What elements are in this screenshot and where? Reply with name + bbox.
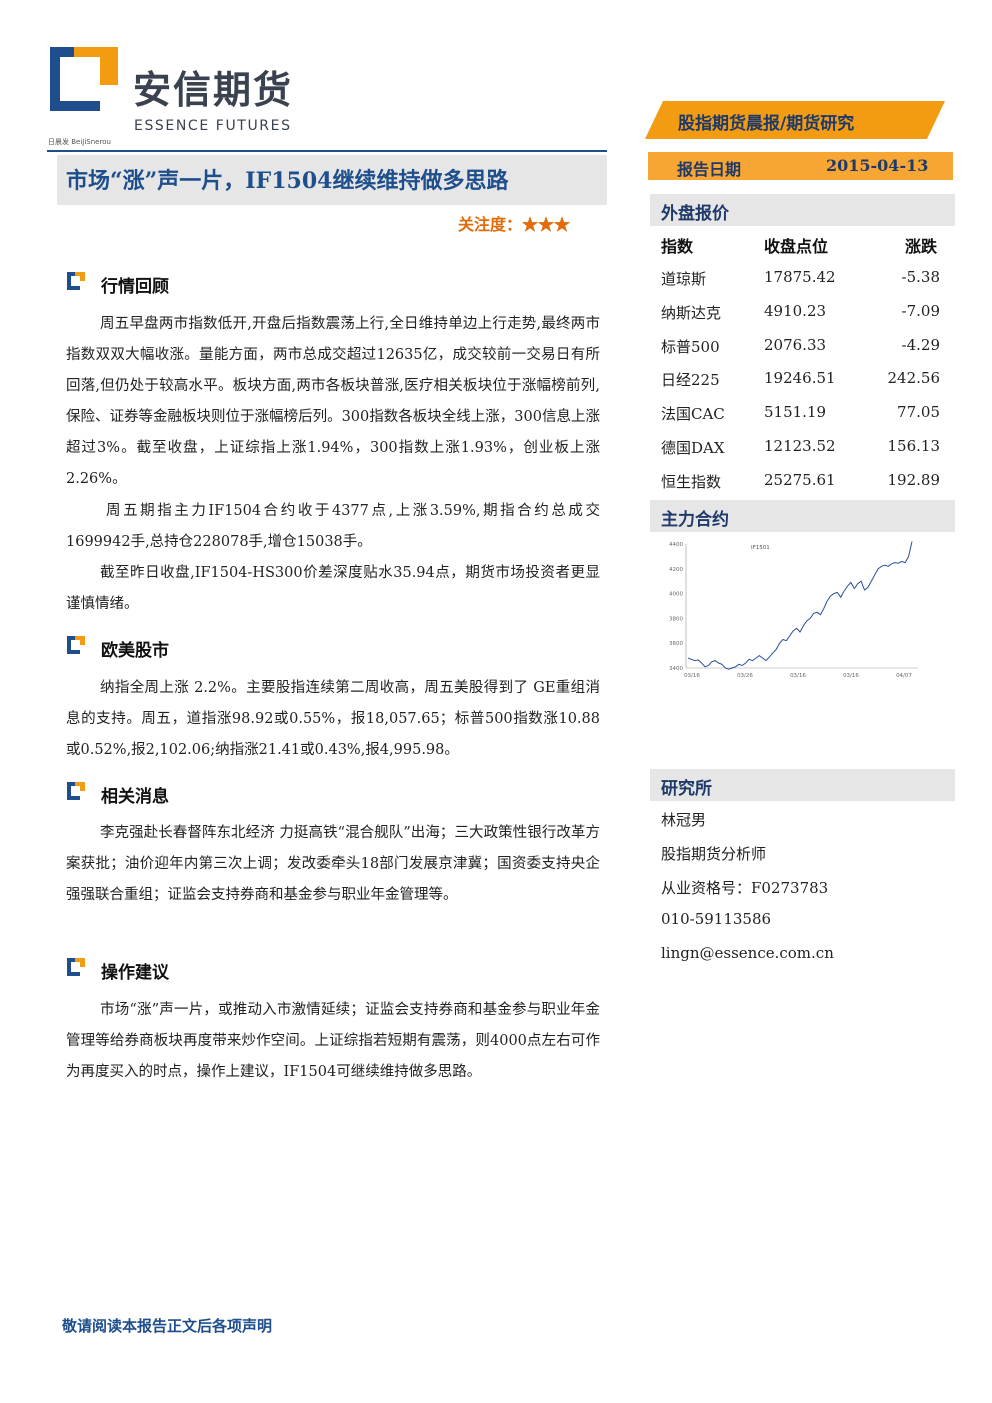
quote-close: 2076.33 — [764, 335, 827, 354]
chart-y-tick-label: 4000 — [669, 592, 683, 598]
chart-y-tick-label: 3800 — [669, 616, 683, 622]
paragraph: 周五期指主力IF1504合约收于4377点,上涨3.59%,期指合约总成交169… — [66, 503, 600, 550]
quote-change: -5.38 — [901, 268, 940, 286]
quote-close: 17875.42 — [764, 268, 836, 286]
disclaimer-note: 敬请阅读本报告正文后各项声明 — [62, 1317, 273, 1335]
paragraph: 纳指全周上涨 2.2%。主要股指连续第二周收高，周五美股得到了 GE重组消息的支… — [66, 680, 600, 758]
paragraph: 截至昨日收盘,IF1504-HS300价差深度贴水35.94点，期货市场投资者更… — [66, 565, 600, 612]
quote-close: 5151.19 — [764, 403, 827, 422]
chart-x-tick-label: 03/16 — [790, 673, 806, 679]
quote-close: 25275.61 — [764, 470, 836, 489]
date-bar — [648, 152, 953, 180]
section-bullet-icon — [67, 636, 85, 654]
quote-change: -4.29 — [901, 335, 940, 354]
paragraph: 市场“涨”声一片，或推动入市激情延续；证监会支持券商和基金参与职业年金管理等给券… — [66, 1002, 600, 1080]
research-title: 研究所 — [661, 779, 712, 799]
brand-name-cn: 安信期货 — [133, 68, 294, 112]
quote-change: 156.13 — [887, 437, 941, 455]
analyst-phone: 010-59113586 — [661, 910, 772, 928]
quote-close: 19246.51 — [764, 369, 836, 388]
chart-x-tick-label: 03/26 — [737, 673, 753, 679]
report-title: 市场“涨”声一片，IF1504继续维持做多思路 — [66, 168, 509, 194]
analyst-role: 股指期货分析师 — [661, 845, 767, 863]
quote-index-name: 法国CAC — [661, 405, 725, 424]
col-header-index: 指数 — [661, 237, 694, 256]
chart-legend-label: IF1501 — [751, 545, 770, 551]
quote-change: -7.09 — [901, 301, 940, 320]
quote-close: 12123.52 — [764, 437, 836, 455]
chart-y-tick-label: 4400 — [669, 542, 683, 548]
company-logo — [50, 47, 118, 111]
analyst-email[interactable]: lingn@essence.com.cn — [661, 944, 834, 962]
paragraph: 李克强赴长春督阵东北经济 力挺高铁“混合舰队”出海；三大政策性银行改革方案获批；… — [66, 825, 600, 903]
chart-y-tick-label: 4200 — [669, 567, 683, 573]
col-header-close: 收盘点位 — [764, 237, 829, 256]
quotes-title: 外盘报价 — [661, 204, 729, 224]
quote-change: 192.89 — [887, 470, 941, 489]
quotes-header: 外盘报价 — [650, 194, 955, 226]
date-value: 2015-04-13 — [826, 156, 929, 175]
chart-series-line — [687, 541, 913, 670]
section-bullet-icon — [67, 958, 85, 976]
chart-x-tick-label: 03/16 — [684, 673, 700, 679]
research-header: 研究所 — [650, 769, 955, 801]
section-title-trading-advice: 操作建议 — [101, 963, 169, 983]
quote-index-name: 纳斯达克 — [661, 303, 722, 322]
title-band — [57, 155, 607, 205]
quote-index-name: 日经225 — [661, 371, 720, 390]
paragraph: 周五早盘两市指数低开,开盘后指数震荡上行,全日维持单边上行走势,最终两市指数双双… — [66, 316, 600, 487]
quote-index-name: 道琼斯 — [661, 270, 707, 288]
section-bullet-icon — [67, 782, 85, 800]
report-category: 股指期货晨报/期货研究 — [678, 114, 855, 134]
title-rule — [47, 150, 607, 152]
analyst-license: 从业资格号：F0273783 — [661, 879, 829, 897]
contract-header: 主力合约 — [650, 500, 955, 532]
quote-change: 242.56 — [887, 369, 941, 388]
chart-x-tick-label: 04/07 — [896, 673, 912, 679]
section-bullet-icon — [67, 272, 85, 290]
quote-index-name: 恒生指数 — [661, 472, 722, 491]
chart-y-tick-label: 3600 — [669, 641, 683, 647]
col-header-change: 涨跌 — [905, 237, 938, 256]
section-title-market-review: 行情回顾 — [101, 277, 169, 297]
tiny-note: 日晨发 BeiJiSnerou — [48, 138, 111, 146]
contract-price-chart: 3400 3600 3800 4000 4200 4400 03/16 03/26 03/16 0… — [669, 541, 918, 679]
brand-name-en: ESSENCE FUTURES — [134, 118, 292, 134]
report-category-banner — [645, 101, 945, 139]
section-title-us-eu-stocks: 欧美股市 — [101, 641, 169, 661]
analyst-name: 林冠男 — [661, 811, 707, 829]
contract-title: 主力合约 — [661, 510, 729, 530]
quote-index-name: 德国DAX — [661, 439, 725, 457]
quote-index-name: 标普500 — [661, 337, 720, 356]
attention-rating: 关注度：★★★ — [458, 215, 571, 234]
chart-y-tick-label: 3400 — [669, 666, 683, 672]
date-label: 报告日期 — [677, 160, 742, 179]
quote-close: 4910.23 — [764, 301, 827, 320]
chart-x-tick-label: 03/16 — [843, 673, 859, 679]
section-title-related-news: 相关消息 — [101, 787, 169, 807]
quote-change: 77.05 — [897, 403, 940, 422]
